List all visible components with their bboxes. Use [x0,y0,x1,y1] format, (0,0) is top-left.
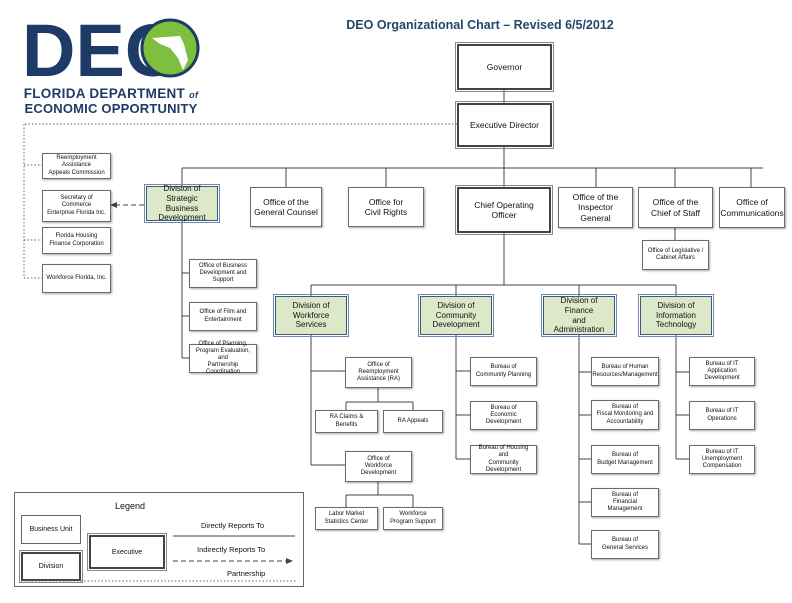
legend-division: Division [19,550,83,583]
logo-line-1: FLORIDA DEPARTMENT of [23,86,199,101]
chief-of-staff-box: Office of the Chief of Staff [638,187,713,228]
fiscal-monitoring-box: Bureau of Fiscal Monitoring and Accounta… [591,400,659,430]
legend-business-unit: Business Unit [21,515,81,544]
general-services-box: Bureau of General Services [591,530,659,559]
chart-title: DEO Organizational Chart – Revised 6/5/2… [346,18,614,32]
housing-community-development-box: Bureau of Housing and Community Developm… [470,445,537,474]
division-information-technology-box: Division of Information Technology [638,294,714,337]
legend-title: Legend [114,501,146,511]
division-community-development-box: Division of Community Development [418,294,494,337]
it-operations-box: Bureau of IT Operations [689,401,755,430]
human-resources-box: Bureau of Human Resources/Management [591,357,659,386]
reemployment-assistance-box: Office of Reemployment Assistance (RA) [345,357,412,388]
governor-box: Governor [455,42,554,92]
planning-evaluation-box: Office of Planning, Program Evaluation, … [189,341,257,375]
film-entertainment-box: Office of Film and Entertainment [189,302,257,331]
budget-management-box: Bureau of Budget Management [591,445,659,474]
deo-logo-mark: DEO [22,9,200,92]
florida-globe-icon [140,18,200,78]
community-planning-box: Bureau of Community Planning [470,357,537,386]
chief-operating-officer-box: Chief Operating Officer [455,185,553,235]
division-workforce-services-box: Division of Workforce Services [273,294,349,337]
legend: Legend Business Unit Division Executive … [14,492,304,587]
financial-management-box: Bureau of Financial Management [591,488,659,517]
secretary-of-commerce-box: Secretary of Commerce Enterprise Florida… [42,190,111,222]
division-finance-administration-box: Division of Finance and Administration [541,294,617,337]
executive-director-box: Executive Director [455,101,554,149]
ra-appeals-box: RA Appeals [383,410,443,433]
civil-rights-box: Office for Civil Rights [348,187,424,227]
communications-box: Office of Communications [719,187,785,228]
workforce-program-support-box: Workforce Program Support [383,507,443,530]
legend-indirectly-reports: Indirectly Reports To [197,545,266,554]
legislative-affairs-box: Office of Legislative / Cabinet Affairs [642,240,709,270]
business-development-support-box: Office of Business Development and Suppo… [189,259,257,288]
logo-line-2: ECONOMIC OPPORTUNITY [24,101,198,116]
workforce-development-box: Office of Workforce Development [345,451,412,482]
it-unemployment-compensation-box: Bureau of IT Unemployment Compensation [689,445,755,474]
legend-line-samples [21,535,297,582]
legend-partnership: Partnership [227,569,266,578]
economic-development-box: Bureau of Economic Development [470,401,537,430]
it-application-development-box: Bureau of IT Application Development [689,357,755,386]
division-strategic-business-box: Division of Strategic Business Developme… [144,184,220,223]
ra-claims-benefits-box: RA Claims & Benefits [315,410,378,433]
deo-logo: DEO FLORIDA DEPARTMENT of ECONOMIC OPPOR… [20,8,202,116]
labor-market-statistics-box: Labor Market Statistics Center [315,507,378,530]
inspector-general-box: Office of the Inspector General [558,187,633,228]
legend-executive: Executive [87,533,167,571]
workforce-florida-box: Workforce Florida, Inc. [42,264,111,293]
legend-directly-reports: Directly Reports To [201,521,265,530]
general-counsel-box: Office of the General Counsel [250,187,322,227]
florida-housing-box: Florida Housing Finance Corporation [42,227,111,254]
appeals-commission-box: Reemployment Assistance Appeals Commissi… [42,153,111,179]
